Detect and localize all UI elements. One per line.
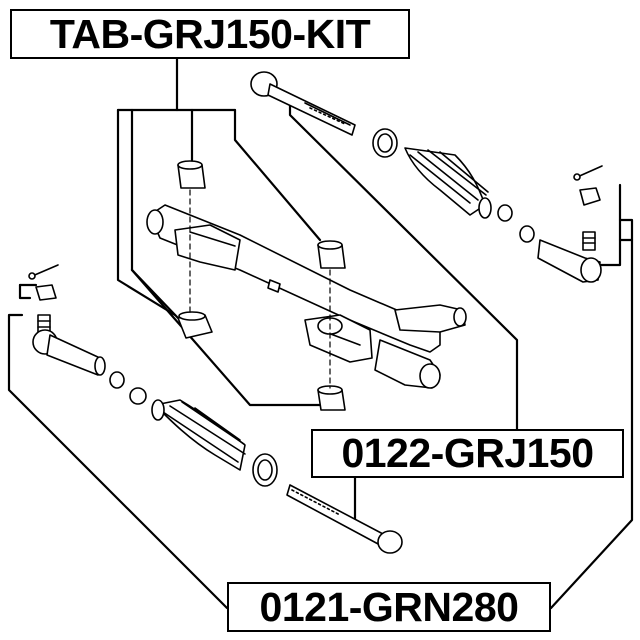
kit-leader-bushing-right (233, 108, 322, 242)
bushing-right-upper (317, 240, 346, 269)
bushing-bottom (317, 385, 346, 411)
boot-upper (404, 147, 492, 219)
mount-bushings (177, 160, 346, 411)
small-clamp-lower (109, 371, 147, 405)
steering-rack-housing (146, 204, 467, 389)
rack-leader-up (288, 103, 519, 431)
kit-leader-bushing-lower-left (116, 108, 177, 317)
small-clamp-upper (497, 204, 535, 243)
cotter-pin-lower (28, 264, 59, 280)
tie-rod-end-upper (537, 231, 602, 283)
boot-lower (151, 399, 246, 471)
leader-lines (7, 57, 634, 610)
inner-tie-rod-upper (250, 71, 356, 136)
kit-leader-bushing-bottom (130, 268, 322, 407)
tierod-leader-right-c (598, 183, 622, 267)
tierod-leader-right (549, 218, 634, 610)
nut-upper (579, 187, 601, 206)
tierod-leader-left-b (18, 283, 32, 300)
part-label-rack-end: 0122-GRJ150 (311, 429, 624, 478)
bushing-top (177, 160, 206, 189)
part-label-kit: TAB-GRJ150-KIT (10, 9, 410, 59)
clamp-upper (372, 128, 398, 158)
bushing-left-lower (177, 311, 213, 339)
tie-rod-end-lower (32, 314, 106, 376)
cotter-pin-upper (573, 165, 603, 181)
nut-lower (35, 284, 57, 301)
centering-lines (189, 189, 331, 389)
tierod-leader-left (7, 313, 229, 610)
inner-tie-rod-lower (286, 484, 403, 554)
clamp-lower (252, 453, 278, 487)
part-label-tie-rod-end: 0121-GRN280 (227, 582, 551, 632)
